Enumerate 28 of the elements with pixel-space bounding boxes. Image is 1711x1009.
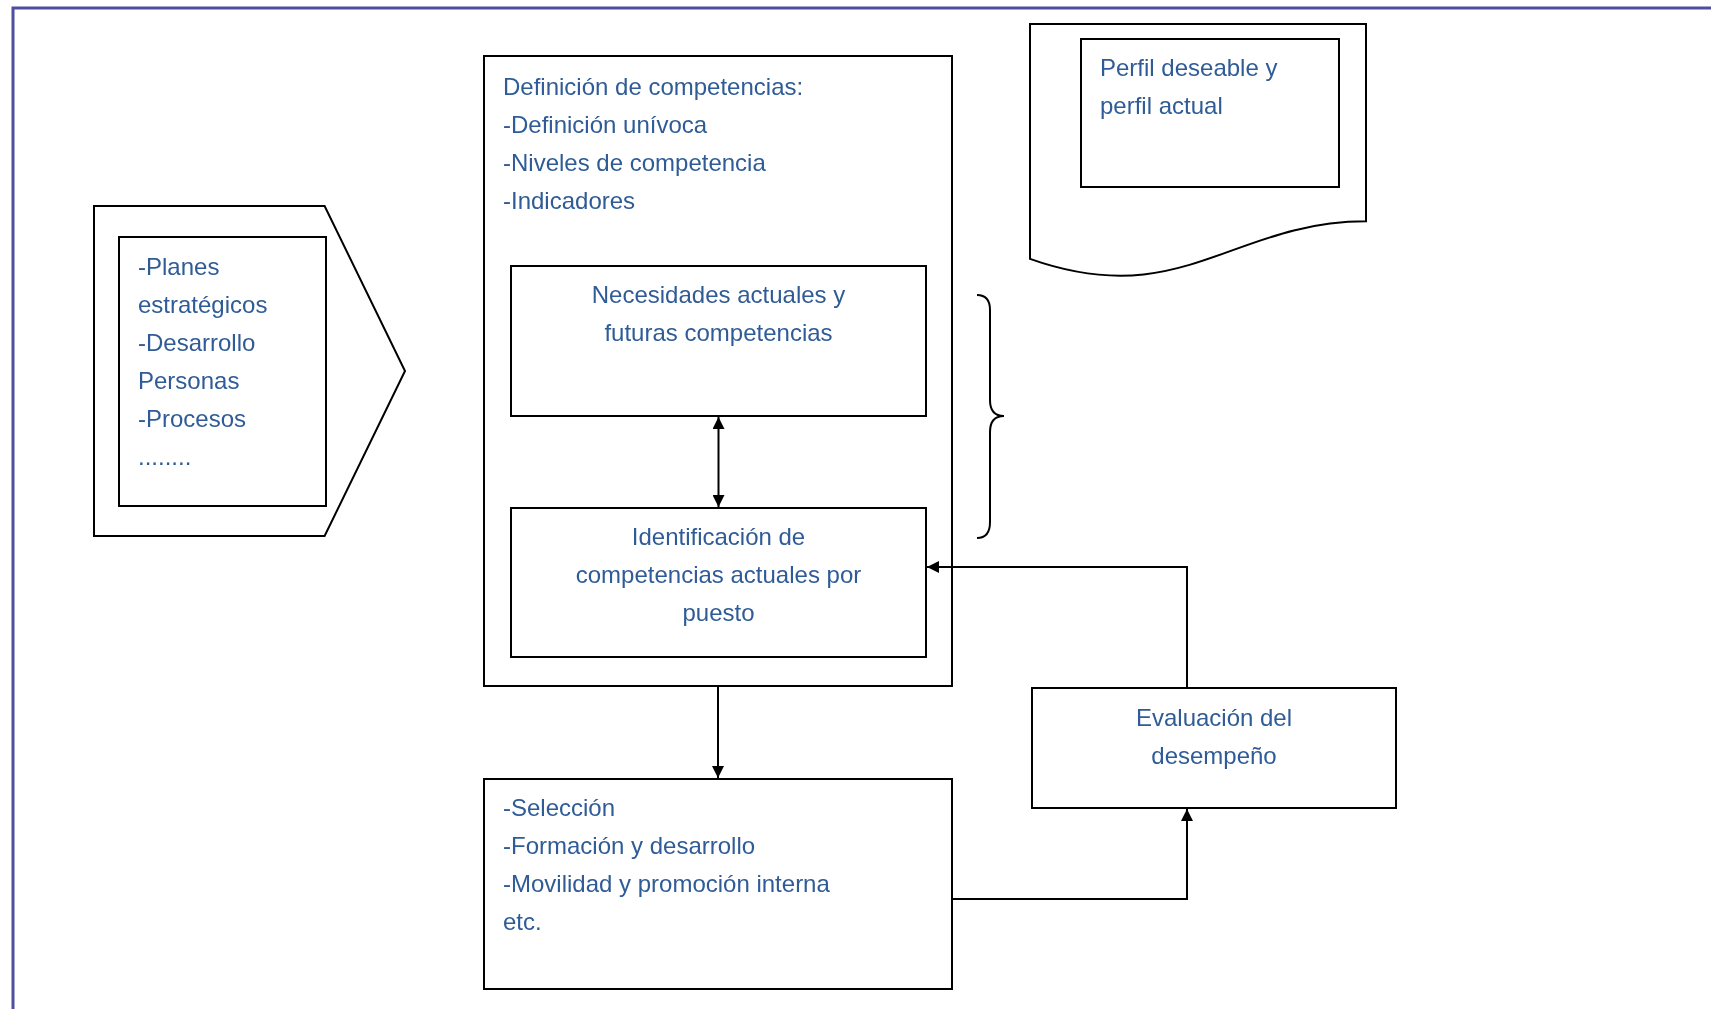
process-box bbox=[118, 236, 327, 507]
node-text: -Selección bbox=[503, 793, 617, 823]
node-text: Perfil deseable y perfil actual bbox=[1100, 53, 1279, 121]
node-text: Definición de competencias: bbox=[503, 72, 805, 102]
process-box bbox=[483, 778, 953, 990]
arrow bbox=[712, 686, 724, 779]
process-box bbox=[1080, 38, 1340, 188]
process-box bbox=[510, 507, 927, 658]
process-box bbox=[483, 55, 953, 687]
node-text: -Movilidad y promoción interna bbox=[503, 869, 831, 899]
node-text: -Procesos bbox=[138, 404, 248, 434]
node-text: -Definición unívoca bbox=[503, 110, 709, 140]
process-box bbox=[1031, 687, 1397, 809]
arrow bbox=[712, 416, 725, 508]
node-text: Evaluación del desempeño bbox=[1134, 703, 1294, 771]
pentagon-arrow-shape bbox=[93, 205, 406, 537]
node-text: -Indicadores bbox=[503, 186, 637, 216]
node-text: Identificación de competencias actuales por puesto bbox=[574, 522, 863, 628]
process-box bbox=[510, 265, 927, 417]
node-text: ........ bbox=[138, 442, 193, 472]
node-text: -Desarrollo Personas bbox=[138, 328, 257, 396]
node-text: etc. bbox=[503, 907, 543, 937]
node-text: Necesidades actuales y futuras competencias bbox=[590, 280, 847, 348]
arrow bbox=[952, 808, 1193, 900]
node-text: -Planes estratégicos bbox=[138, 252, 269, 320]
node-text: -Formación y desarrollo bbox=[503, 831, 757, 861]
arrow bbox=[926, 561, 1188, 688]
node-text: -Niveles de competencia bbox=[503, 148, 767, 178]
